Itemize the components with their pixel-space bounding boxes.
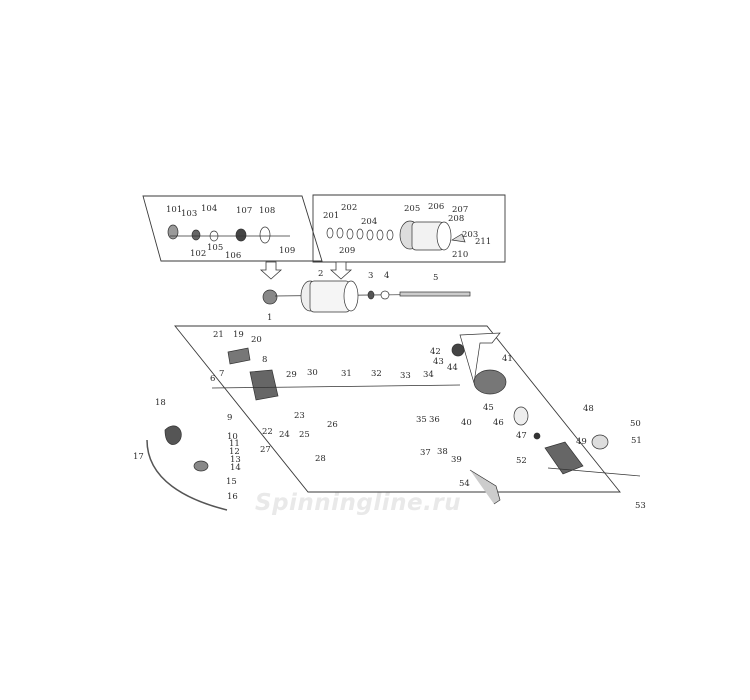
part-number-label: 19 <box>233 330 244 340</box>
spool-row-parts <box>262 280 471 313</box>
part-number-label: 17 <box>133 452 144 462</box>
part-number-label: 206 <box>428 202 444 212</box>
body-subassembly <box>146 332 641 511</box>
part-number-label: 208 <box>448 214 464 224</box>
part-number-label: 14 <box>230 463 241 473</box>
part-number-label: 35 <box>416 415 427 425</box>
part-number-label: 209 <box>339 246 355 256</box>
part-number-label: 50 <box>630 419 641 429</box>
part-number-label: 210 <box>452 250 468 260</box>
part-number-label: 32 <box>371 369 382 379</box>
part-number-label: 6 <box>210 374 215 384</box>
part-number-label: 11 <box>229 439 240 449</box>
part-number-label: 40 <box>461 418 472 428</box>
part-number-label: 28 <box>315 454 326 464</box>
part-number-label: 16 <box>227 492 238 502</box>
part-number-label: 38 <box>437 447 448 457</box>
part-number-label: 15 <box>226 477 237 487</box>
part-number-label: 102 <box>190 249 206 259</box>
part-number-label: 49 <box>576 437 587 447</box>
watermark-text: Spinningline.ru <box>255 490 462 516</box>
part-number-label: 207 <box>452 205 468 215</box>
part-number-label: 9 <box>227 413 232 423</box>
part-number-label: 27 <box>260 445 271 455</box>
part-number-label: 101 <box>166 205 182 215</box>
part-number-label: 109 <box>279 246 295 256</box>
part-number-label: 20 <box>251 335 262 345</box>
part-number-label: 44 <box>447 363 458 373</box>
part-number-label: 205 <box>404 204 420 214</box>
part-number-label: 8 <box>262 355 267 365</box>
part-number-label: 45 <box>483 403 494 413</box>
part-number-label: 37 <box>420 448 431 458</box>
part-number-label: 105 <box>207 243 223 253</box>
part-number-label: 108 <box>259 206 275 216</box>
spool-subassembly <box>167 224 290 244</box>
part-number-label: 12 <box>229 447 240 457</box>
part-number-label: 51 <box>631 436 642 446</box>
part-number-label: 211 <box>475 237 491 247</box>
part-number-label: 36 <box>429 415 440 425</box>
part-number-label: 7 <box>219 369 224 379</box>
part-number-label: 4 <box>384 271 389 281</box>
part-number-label: 103 <box>181 209 197 219</box>
rotor-subassembly <box>326 220 466 251</box>
part-number-label: 39 <box>451 455 462 465</box>
part-number-label: 104 <box>201 204 217 214</box>
body-parts-panel <box>174 325 621 493</box>
part-number-label: 33 <box>400 371 411 381</box>
part-number-label: 201 <box>323 211 339 221</box>
part-number-label: 18 <box>155 398 166 408</box>
part-number-label: 46 <box>493 418 504 428</box>
part-number-label: 204 <box>361 217 377 227</box>
down-arrow-icon <box>259 261 283 280</box>
part-number-label: 3 <box>368 271 373 281</box>
part-number-label: 47 <box>516 431 527 441</box>
part-number-label: 22 <box>262 427 273 437</box>
part-number-label: 52 <box>516 456 527 466</box>
part-number-label: 2 <box>318 269 323 279</box>
part-number-label: 25 <box>299 430 310 440</box>
part-number-label: 24 <box>279 430 290 440</box>
part-number-label: 48 <box>583 404 594 414</box>
part-number-label: 30 <box>307 368 318 378</box>
rotor-parts-panel <box>312 194 506 263</box>
part-number-label: 203 <box>462 230 478 240</box>
part-number-label: 43 <box>433 357 444 367</box>
part-number-label: 13 <box>230 455 241 465</box>
down-arrow-icon <box>329 261 353 280</box>
part-number-label: 29 <box>286 370 297 380</box>
part-number-label: 42 <box>430 347 441 357</box>
part-number-label: 106 <box>225 251 241 261</box>
part-number-label: 53 <box>635 501 646 511</box>
spool-parts-panel <box>142 195 323 262</box>
part-number-label: 10 <box>227 432 238 442</box>
part-number-label: 5 <box>433 273 438 283</box>
part-number-label: 202 <box>341 203 357 213</box>
part-number-label: 26 <box>327 420 338 430</box>
part-number-label: 21 <box>213 330 224 340</box>
part-number-label: 23 <box>294 411 305 421</box>
part-number-label: 41 <box>502 354 513 364</box>
part-number-label: 54 <box>459 479 470 489</box>
part-number-label: 1 <box>267 313 272 323</box>
part-number-label: 31 <box>341 369 352 379</box>
part-number-label: 107 <box>236 206 252 216</box>
part-number-label: 34 <box>423 370 434 380</box>
